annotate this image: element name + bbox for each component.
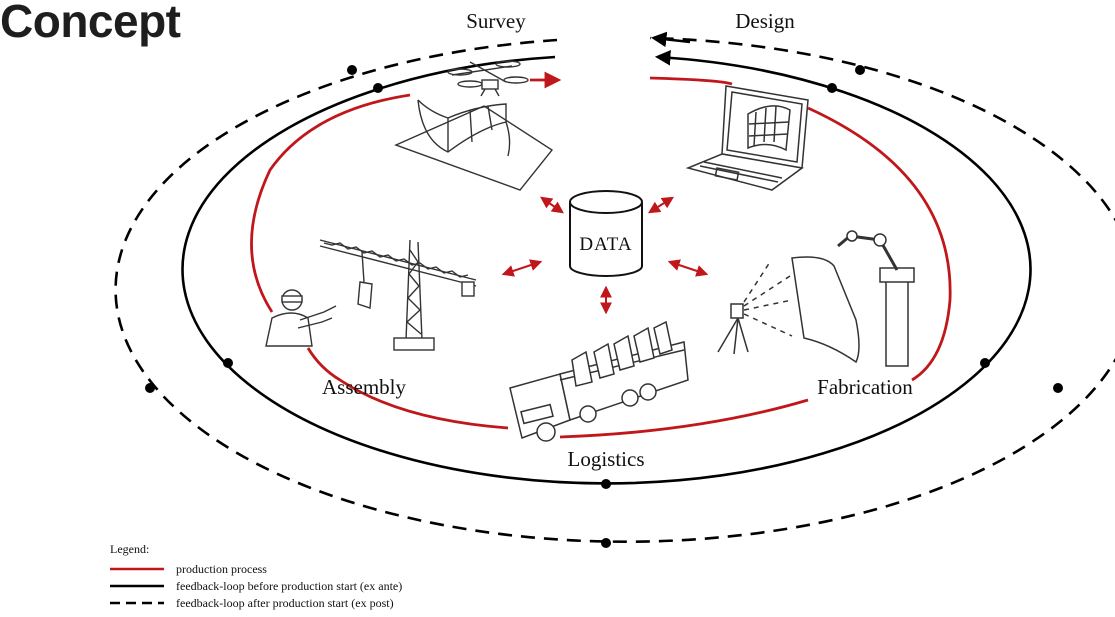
ex-post-feedback-loop <box>114 31 1115 548</box>
loop-node <box>855 65 865 75</box>
assembly-crane-illustration <box>265 239 477 351</box>
legend-heading: Legend: <box>110 542 149 556</box>
stage-label-logistics: Logistics <box>568 447 645 471</box>
ex-ante-feedback-loop <box>181 50 1032 489</box>
page-title: Concept <box>0 0 181 47</box>
stage-label-survey: Survey <box>466 9 526 33</box>
loop-node <box>601 479 611 489</box>
legend-item-ex-ante: feedback-loop before production start (e… <box>176 579 402 593</box>
loop-node <box>145 383 155 393</box>
loop-node <box>347 65 357 75</box>
loop-node <box>601 538 611 548</box>
fabrication-robot-illustration <box>717 230 915 367</box>
stage-label-fabrication: Fabrication <box>817 375 913 399</box>
stage-label-assembly: Assembly <box>322 375 407 399</box>
design-laptop-illustration <box>685 85 809 191</box>
production-process-loop <box>250 71 952 439</box>
logistics-truck-illustration <box>509 320 689 442</box>
loop-node <box>1053 383 1063 393</box>
data-exchange-arrows <box>501 196 709 315</box>
legend-item-production: production process <box>176 562 267 576</box>
loop-node <box>223 358 233 368</box>
loop-node <box>980 358 990 368</box>
data-cylinder: DATA <box>569 190 643 277</box>
survey-drone-illustration <box>394 60 554 191</box>
legend: Legend: production process feedback-loop… <box>110 542 402 610</box>
data-label: DATA <box>579 234 632 255</box>
loop-node <box>373 83 383 93</box>
stage-label-design: Design <box>735 9 795 33</box>
legend-item-ex-post: feedback-loop after production start (ex… <box>176 596 394 610</box>
loop-node <box>827 83 837 93</box>
